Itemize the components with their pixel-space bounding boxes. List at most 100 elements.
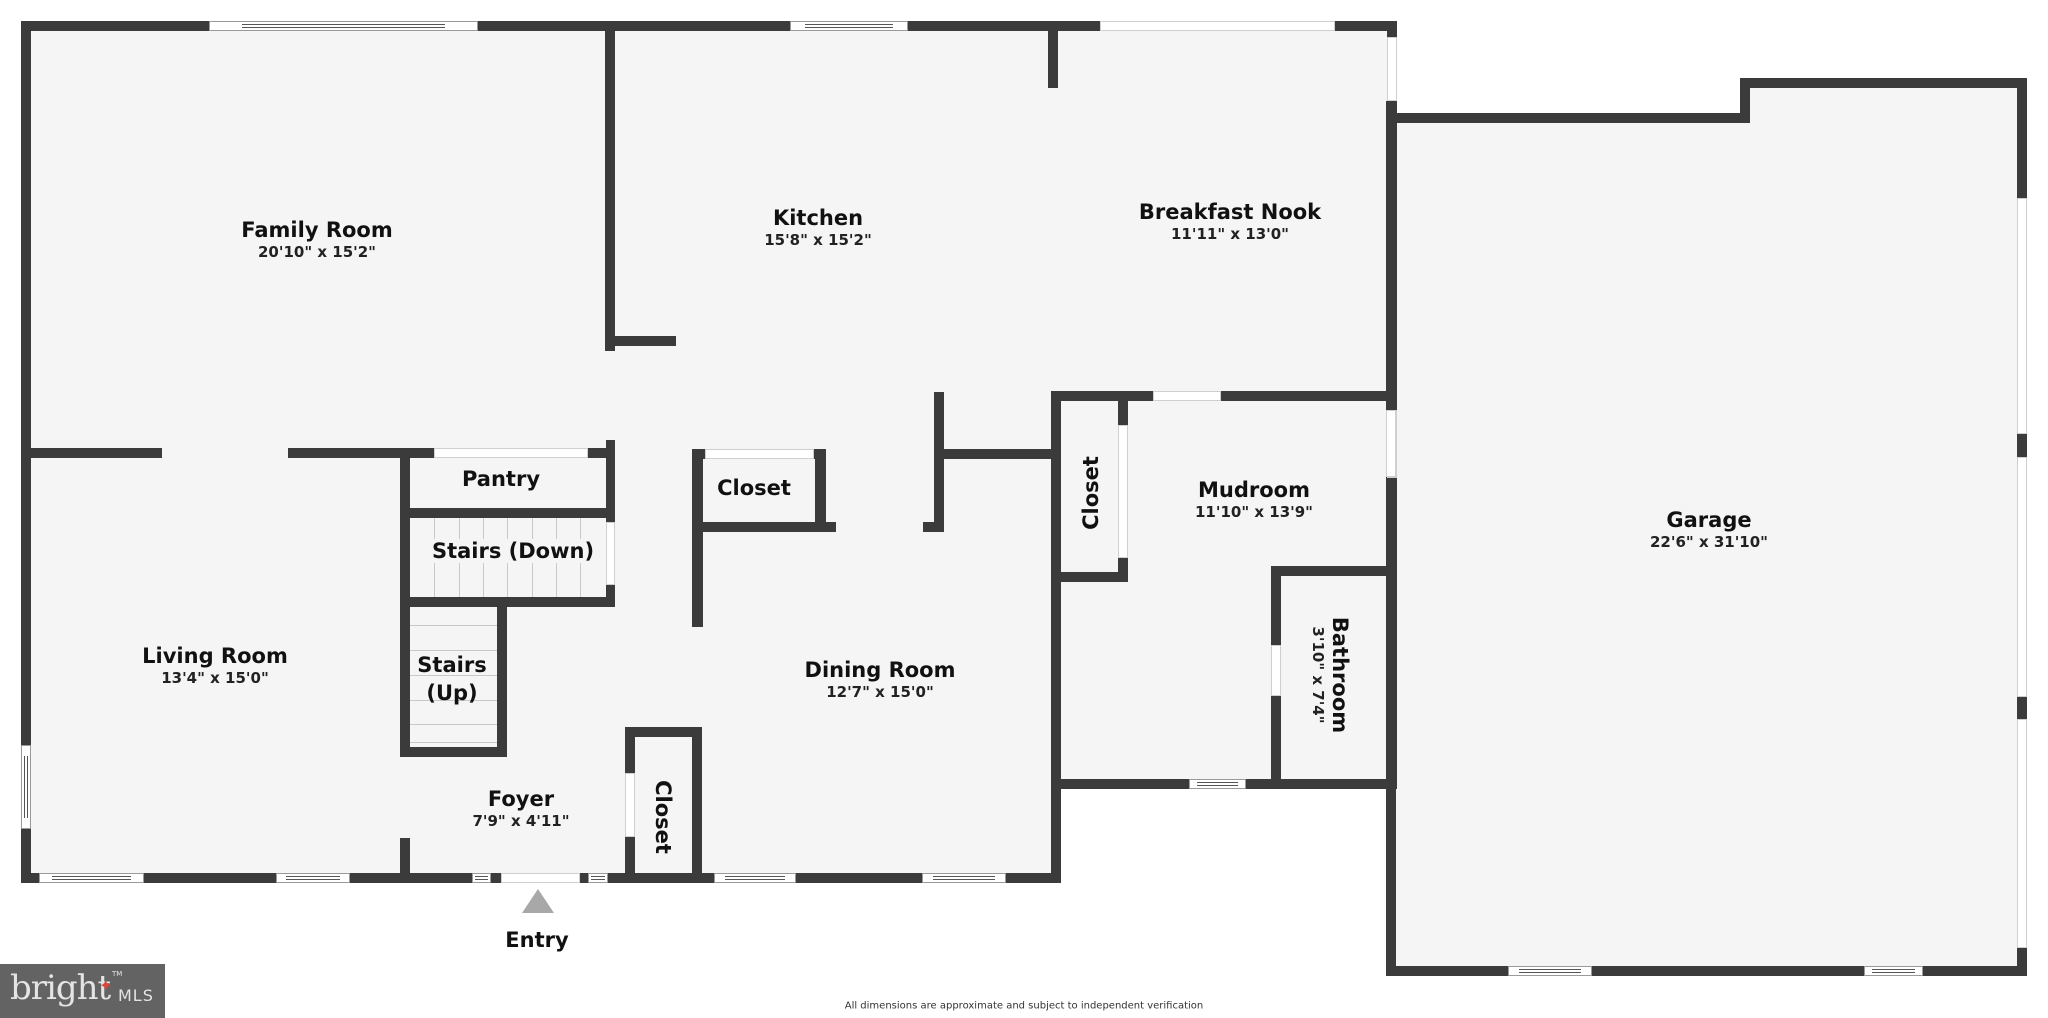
room-label-foyer: Foyer 7'9" x 4'11" (472, 787, 569, 831)
wall-dining-stub (934, 392, 944, 532)
wall-stairs-up-bottom (400, 747, 507, 757)
wall-kitchen-stub (605, 336, 676, 346)
wall-pantry-right (606, 440, 615, 522)
room-dims: 20'10" x 15'2" (257, 243, 376, 261)
room-dims: 13'4" x 15'0" (161, 669, 269, 687)
logo-brand: bright (10, 968, 111, 1008)
window-foyer-a (472, 873, 491, 883)
foyer-closet-door (625, 773, 635, 837)
room-label-dining-room: Dining Room 12'7" x 15'0" (805, 658, 956, 702)
wall-dining-right (1051, 391, 1061, 883)
space-name: Closet (717, 476, 791, 500)
wall-garage-bottom (1386, 966, 2027, 976)
entry-label: Entry (505, 928, 569, 952)
wall-family-living-b (288, 448, 434, 458)
wall-foyer-stub (400, 838, 410, 878)
pantry-top-opening (434, 448, 588, 458)
room-dims: 11'10" x 13'9" (1195, 503, 1313, 521)
garage-right-opening-c (2017, 719, 2027, 948)
bright-mls-logo: bright ✦ TM MLS (0, 964, 165, 1018)
room-name: Breakfast Nook (1138, 200, 1322, 224)
room-dims: 11'11" x 13'0" (1170, 225, 1289, 243)
window-family-top (209, 21, 478, 31)
space-label-pantry: Pantry (462, 467, 540, 491)
wall-closet-bottom (692, 522, 836, 532)
stair-tread (410, 724, 497, 725)
wall-mud-closet-bottom (1051, 572, 1128, 582)
space-label-closet-mudroom: Closet (1079, 456, 1103, 530)
space-name: Pantry (461, 467, 541, 491)
garage-right-opening-b (2017, 457, 2027, 697)
room-label-breakfast-nook: Breakfast Nook 11'11" x 13'0" (1139, 200, 1321, 244)
room-label-mudroom: Mudroom 11'10" x 13'9" (1195, 478, 1313, 522)
room-dims: 7'9" x 4'11" (472, 812, 570, 830)
stair-tread (410, 650, 497, 651)
room-name: Dining Room (804, 658, 956, 682)
wall-garage-top (1386, 113, 1750, 123)
room-label-garage: Garage 22'6" x 31'10" (1650, 508, 1768, 552)
room-dims: 15'8" x 15'2" (764, 231, 872, 249)
floor-main-cut (1061, 789, 1396, 883)
wall-closet-right (815, 449, 826, 532)
wall-bath-top (1271, 566, 1397, 576)
garage-right-opening-a (2017, 198, 2027, 434)
wall-mudroom-top (1051, 391, 1397, 401)
wall-stairs-up-right (497, 597, 507, 757)
window-mudroom-bottom (1189, 779, 1246, 789)
room-name: Bathroom (1328, 616, 1352, 734)
wall-dining-stub-foot (923, 522, 944, 532)
space-label-closet-dining: Closet (717, 476, 791, 500)
window-living-left (21, 745, 31, 829)
wall-nook-stub (1048, 21, 1058, 88)
window-garage-b (1864, 966, 1923, 976)
room-label-kitchen: Kitchen 15'8" x 15'2" (764, 206, 872, 250)
stair-tread (410, 742, 497, 743)
space-name-2: (Up) (426, 681, 478, 705)
logo-star-icon: ✦ (99, 976, 113, 995)
room-dims: 12'7" x 15'0" (826, 683, 934, 701)
window-living-bottom-a (39, 873, 144, 883)
room-name: Mudroom (1198, 478, 1310, 502)
wall-foyer-closet-right (692, 727, 702, 883)
wall-closet-left (692, 449, 703, 627)
wall-family-kitchen (605, 21, 615, 351)
stair-tread (410, 675, 497, 676)
stair-tread (410, 700, 497, 701)
space-label-stairs-down: Stairs (Down) (431, 539, 595, 563)
wall-top (21, 21, 1396, 31)
room-name: Living Room (142, 644, 288, 668)
wall-garage-step (1740, 78, 1750, 123)
closet-top-opening (705, 449, 814, 459)
wall-foyer-closet-top (625, 727, 702, 737)
wall-garage-left (1386, 101, 1396, 976)
room-name: Garage (1666, 508, 1752, 532)
window-foyer-b (588, 873, 608, 883)
floor-garage (1386, 113, 2027, 976)
wall-dining-stub-h (934, 449, 1061, 459)
room-label-family-room: Family Room 20'10" x 15'2" (241, 218, 392, 262)
room-dims: 3'10" x 7'4" (1309, 626, 1327, 724)
room-label-bathroom: Bathroom 3'10" x 7'4" (1308, 617, 1352, 733)
entry-arrow-icon (522, 889, 554, 913)
room-name: Family Room (241, 218, 393, 242)
window-garage-a (1508, 966, 1592, 976)
wall-pantry-top-right (588, 448, 615, 458)
space-name: Closet (651, 780, 675, 854)
space-name: Closet (1079, 456, 1103, 530)
bath-door (1271, 645, 1281, 696)
room-dims: 22'6" x 31'10" (1650, 533, 1768, 551)
space-label-closet-foyer: Closet (651, 780, 675, 854)
wall-closet-top-l (692, 449, 705, 459)
space-name: Stairs (417, 653, 487, 677)
wall-family-living-a (21, 448, 162, 458)
stair-tread (410, 625, 497, 626)
nook-right-opening (1387, 37, 1397, 101)
logo-tm: TM (112, 970, 123, 978)
stairs-down-opening (606, 522, 615, 585)
wall-stairs-down-bottom (400, 597, 615, 607)
window-dining-b (922, 873, 1006, 883)
mudroom-top-opening (1153, 391, 1221, 401)
nook-top-opening (1100, 21, 1335, 31)
window-dining-a (714, 873, 796, 883)
